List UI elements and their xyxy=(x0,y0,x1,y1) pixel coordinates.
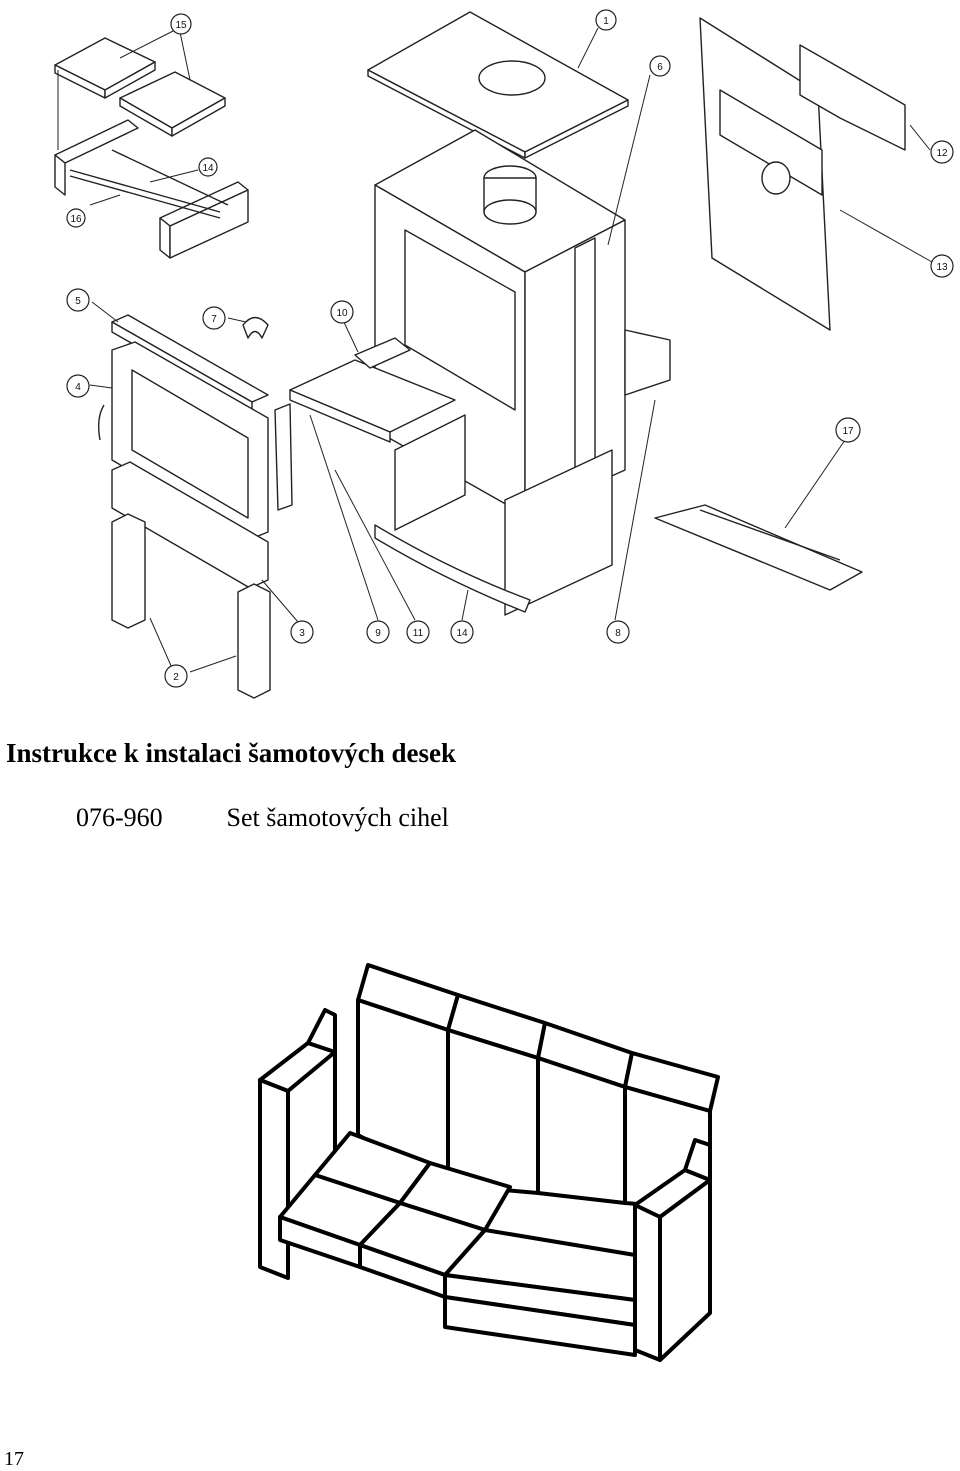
exploded-view-diagram: 15 1 6 12 13 14 16 5 4 7 10 17 3 9 11 14… xyxy=(54,9,954,699)
callout-12: 12 xyxy=(936,148,948,159)
part-15-support xyxy=(54,119,249,259)
part-3-lower-trim xyxy=(111,461,269,589)
callout-14-rail: 14 xyxy=(202,163,214,174)
callout-17: 17 xyxy=(842,426,854,437)
right-side-front xyxy=(633,1203,662,1362)
callout-5: 5 xyxy=(75,296,81,307)
callout-2: 2 xyxy=(173,672,179,683)
callout-14-base: 14 xyxy=(456,628,468,639)
callout-3: 3 xyxy=(299,628,305,639)
callout-9: 9 xyxy=(375,628,381,639)
firebrick-set-diagram xyxy=(258,963,720,1362)
callout-11: 11 xyxy=(413,628,424,639)
part-6-rear-panel xyxy=(699,17,906,331)
part-code: 076-960 xyxy=(76,803,163,832)
callout-15: 16 xyxy=(70,214,82,225)
page-heading: Instrukce k instalaci šamotových desek xyxy=(6,738,457,768)
stove-body xyxy=(374,129,671,616)
part-row: 076-960 Set šamotových cihel xyxy=(76,803,449,833)
callout-4: 4 xyxy=(75,382,81,393)
part-7-clip xyxy=(242,316,269,339)
callout-16: 15 xyxy=(175,20,187,31)
callout-10: 10 xyxy=(336,308,348,319)
part-9-ash-tray xyxy=(289,359,466,531)
page-number: 17 xyxy=(4,1448,24,1470)
left-side-front xyxy=(258,1078,290,1280)
right-side-face xyxy=(658,1178,712,1362)
part-8-hinge xyxy=(274,403,293,511)
part-10-bracket xyxy=(354,337,411,369)
part-16-top-plates xyxy=(54,37,226,137)
callout-6: 6 xyxy=(657,62,663,73)
part-4-door xyxy=(97,341,269,541)
part-name: Set šamotových cihel xyxy=(226,803,449,832)
part-2-side-columns xyxy=(111,513,271,699)
callout-7: 7 xyxy=(211,314,217,325)
callout-13: 13 xyxy=(936,262,948,273)
part-17-deflector xyxy=(654,504,863,591)
callout-8: 8 xyxy=(615,628,621,639)
part-1-top-plate xyxy=(367,11,629,159)
callout-1: 1 xyxy=(603,16,609,27)
part-14-base-plate xyxy=(374,524,531,613)
